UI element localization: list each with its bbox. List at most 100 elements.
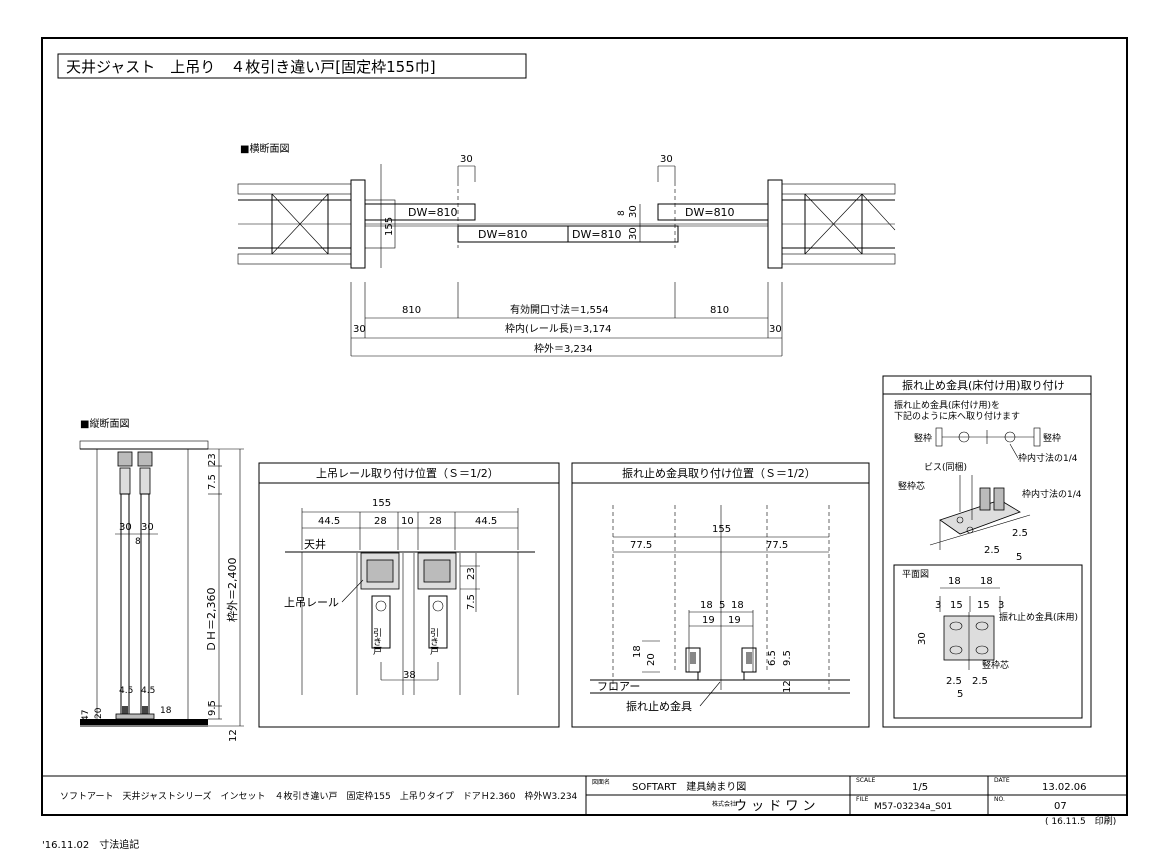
install-p-core: 竪枠芯 [982, 659, 1009, 671]
install-p15b: 15 [977, 600, 990, 611]
tb-scale: 1/5 [912, 782, 928, 793]
section-heading: ■縦断面図 [80, 417, 129, 430]
install-jamb-right: 竪枠 [1043, 432, 1061, 444]
stopper-floor-label: フロアー [597, 680, 640, 693]
rail-d2: 28 [374, 516, 387, 527]
plan-dim-30-left: 30 [460, 154, 473, 165]
title-box [57, 53, 527, 79]
door-3 [567, 225, 679, 243]
install-p3b: 3 [998, 600, 1004, 611]
install-p18a: 18 [948, 576, 961, 587]
plan-dim-155: 155 [384, 217, 395, 236]
title-block: ソフトアート 天井ジャストシリーズ インセット ４枚引き違い戸 固定枠155 上… [42, 775, 1127, 815]
install-d5: 5 [1016, 552, 1022, 563]
tb-company-label: 株式会社 [712, 800, 736, 808]
stopper-d20v: 20 [646, 653, 657, 666]
drawing-title: 天井ジャスト 上吊り ４枚引き違い戸[固定枠155巾] [66, 58, 436, 76]
revision-note: '16.11.02 寸法追記 [42, 838, 139, 851]
frame-post-right [767, 179, 783, 269]
stopper-d19a: 19 [702, 615, 715, 626]
stopper-d18a: 18 [700, 600, 713, 611]
plan-row1-center: 有効開口寸法＝1,554 [510, 303, 609, 316]
plan-view: ■横断面図 DW=81 [237, 142, 896, 357]
stopper-d18b: 18 [731, 600, 744, 611]
rail-d1: 44.5 [318, 516, 340, 527]
plan-heading: ■横断面図 [240, 142, 289, 155]
rail-d4: 28 [429, 516, 442, 527]
tb-no-label: NO. [994, 796, 1005, 803]
section-dim-12: 12 [228, 729, 239, 742]
rail-d3: 10 [401, 516, 414, 527]
plan-dim-30-a: 30 [628, 205, 639, 218]
section-dim-45a: 4.5 [119, 686, 133, 696]
section-view: ■縦断面図 30 30 8 4.5 4.5 18 20 47 [79, 417, 244, 742]
rail-dim-23: 23 [466, 567, 477, 580]
install-p25b: 2.5 [972, 676, 988, 687]
printed-date: ( 16.11.5 印刷) [1045, 815, 1116, 827]
section-dim-47: 47 [81, 710, 91, 721]
section-dim-dh: ＤＨ＝2,360 [205, 588, 218, 653]
section-dim-outer: 枠外＝2,400 [225, 558, 239, 623]
tb-no: 07 [1054, 801, 1067, 812]
door-1-label: DW=810 [408, 206, 458, 219]
stopper-dim-155: 155 [712, 524, 731, 535]
rail-d5: 44.5 [475, 516, 497, 527]
tb-drawing-name: SOFTART 建具納まり図 [632, 780, 746, 793]
install-jamb-left: 竪枠 [914, 432, 932, 444]
stopper-d5: 5 [719, 600, 725, 611]
tb-file-label: FILE [856, 796, 869, 803]
plan-row1-left: 810 [402, 305, 421, 316]
rail-label: 上吊レール [284, 596, 339, 609]
section-dim-95: 9.5 [207, 700, 218, 716]
rail-heading: 上吊レール取り付け位置（Ｓ＝1/2） [316, 466, 499, 480]
install-p15a: 15 [950, 600, 963, 611]
rail-ceiling-label: 天井 [304, 537, 326, 551]
tb-date-label: DATE [994, 777, 1010, 784]
rail-pull-a: 引き戸 [371, 628, 382, 656]
frame-post-left [350, 179, 366, 269]
stopper-fitting-label: 振れ止め金具 [626, 699, 692, 713]
tb-company: ウ ッ ド ワ ン [734, 799, 816, 814]
tb-drawing-label: 図面名 [592, 778, 610, 786]
section-dim-45b: 4.5 [141, 686, 155, 696]
install-p3a: 3 [935, 600, 941, 611]
plan-dim-8: 8 [617, 210, 627, 216]
section-dim-30a: 30 [119, 522, 132, 533]
install-plan-heading: 平面図 [902, 569, 929, 580]
install-p30: 30 [917, 632, 928, 645]
install-heading: 振れ止め金具(床付け用)取り付け [902, 378, 1065, 392]
rail-dim-75: 7.5 [466, 594, 477, 610]
stopper-d65: 6.5 [767, 650, 778, 666]
install-p5: 5 [957, 689, 963, 700]
install-core: 竪枠芯 [898, 480, 925, 492]
section-dim-18: 18 [160, 706, 172, 716]
rail-dim-38: 38 [403, 670, 416, 681]
door-3-label: DW=810 [572, 228, 622, 241]
section-dim-75: 7.5 [207, 474, 218, 490]
door-4-label: DW=810 [685, 206, 735, 219]
door-4 [657, 203, 769, 221]
door-2-label: DW=810 [478, 228, 528, 241]
stopper-d19b: 19 [728, 615, 741, 626]
tb-description: ソフトアート 天井ジャストシリーズ インセット ４枚引き違い戸 固定枠155 上… [60, 790, 578, 802]
section-dim-20: 20 [94, 707, 104, 719]
install-p-fitting: 振れ止め金具(床用) [999, 611, 1078, 623]
plan-row1-right: 810 [710, 305, 729, 316]
rail-pull-b: 引き戸 [428, 628, 439, 656]
install-quarter-2: 枠内寸法の1/4 [1022, 488, 1082, 500]
install-d25b: 2.5 [984, 545, 1000, 556]
stopper-d18v: 18 [632, 645, 643, 658]
door-1 [364, 203, 476, 221]
plan-row2-center: 枠内(レール長)＝3,174 [505, 322, 611, 335]
section-dim-23: 23 [207, 453, 218, 466]
install-screw: ビス(同梱) [924, 461, 967, 473]
tb-file: M57-03234a_S01 [874, 802, 952, 812]
sheet-border [41, 37, 1128, 816]
install-panel: 振れ止め金具(床付け用)取り付け 振れ止め金具(床付け用)を 下記のように床へ取… [882, 375, 1092, 728]
plan-dim-30-b: 30 [628, 227, 639, 240]
rail-dim-155: 155 [372, 498, 391, 509]
install-p25a: 2.5 [946, 676, 962, 687]
install-note-2: 下記のように床へ取り付けます [894, 410, 1020, 422]
stopper-d12: 12 [782, 680, 793, 693]
